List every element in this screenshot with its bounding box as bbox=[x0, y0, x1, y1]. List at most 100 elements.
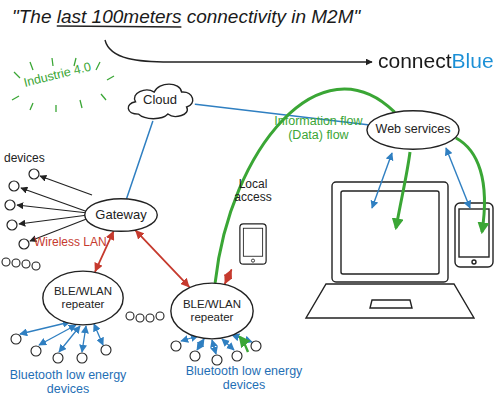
ble-arrow bbox=[197, 339, 204, 350]
ellipse-outline bbox=[43, 271, 123, 325]
ble-arrow bbox=[94, 324, 103, 345]
ble-device-group bbox=[11, 334, 111, 363]
tablet-body bbox=[455, 203, 493, 267]
node-text-group: Cloud bbox=[129, 93, 191, 107]
repeater-circle: BLE/WLAN repeater bbox=[42, 270, 124, 326]
burst-ray bbox=[80, 100, 82, 108]
green-flow-arrow bbox=[456, 138, 484, 232]
ble-devices-middle bbox=[171, 335, 261, 365]
chain-circle bbox=[156, 312, 164, 320]
device-circle bbox=[19, 239, 29, 249]
phone-screen bbox=[243, 228, 262, 256]
chain-circle bbox=[22, 260, 30, 268]
laptop-touchpad bbox=[370, 300, 412, 308]
web-services-ellipse: Web services bbox=[366, 110, 460, 150]
tablet bbox=[455, 203, 493, 267]
ble-device bbox=[53, 353, 63, 363]
industrie-label: Industrie 4.0 bbox=[22, 60, 92, 91]
phone-body bbox=[240, 224, 266, 264]
burst-ray bbox=[12, 96, 19, 100]
ble-device bbox=[77, 353, 87, 363]
ble-arrow bbox=[82, 326, 86, 352]
ble-device bbox=[171, 341, 181, 351]
blue-double-arrow bbox=[372, 153, 392, 208]
node-text-group: BLE/WLAN repeater bbox=[48, 285, 119, 310]
title-arrow bbox=[105, 40, 372, 62]
node-label: BLE/WLAN repeater bbox=[176, 298, 248, 323]
node-label: Gateway bbox=[89, 208, 153, 222]
ble-devices-label: Bluetooth low energy devices bbox=[6, 368, 130, 397]
local-access-phone: Local access bbox=[226, 178, 280, 270]
node-label: Cloud bbox=[129, 93, 191, 107]
blue-double-arrow bbox=[446, 148, 470, 208]
device-circle bbox=[5, 200, 15, 210]
ble-arrow bbox=[59, 326, 80, 352]
tablet-button bbox=[472, 260, 476, 264]
ble-device bbox=[232, 351, 242, 361]
chain-circle bbox=[32, 262, 40, 270]
cloud-outline bbox=[128, 84, 193, 119]
device-arrow bbox=[40, 176, 92, 195]
node-label: Local access bbox=[226, 178, 280, 204]
cloud-node: Cloud bbox=[124, 78, 196, 122]
node-text-group: Web services bbox=[373, 123, 454, 137]
burst-ray bbox=[107, 76, 114, 80]
devices-label: devices bbox=[4, 152, 45, 166]
phone-outline bbox=[239, 220, 267, 268]
ble-device bbox=[101, 345, 111, 355]
phone-button bbox=[251, 259, 254, 262]
device-arrow bbox=[17, 205, 88, 213]
red-connector bbox=[225, 270, 231, 283]
brand-logo: connectBlue bbox=[378, 49, 494, 73]
ellipse-outline bbox=[367, 111, 459, 149]
node-text-group: Local access bbox=[226, 178, 280, 204]
ble-device bbox=[212, 355, 222, 365]
repeater-circle: BLE/WLAN repeater bbox=[170, 282, 254, 340]
burst-ray bbox=[30, 103, 33, 110]
ellipse-outline bbox=[171, 283, 253, 339]
ble-device bbox=[190, 351, 200, 361]
burst-ray bbox=[101, 94, 106, 100]
ble-device bbox=[31, 346, 41, 356]
ble-arrow bbox=[39, 325, 76, 345]
burst-ray bbox=[14, 72, 20, 78]
device-circle bbox=[9, 181, 19, 191]
device-circle bbox=[29, 169, 39, 179]
node-text-group: Gateway bbox=[89, 208, 153, 222]
ble-device bbox=[11, 334, 21, 344]
ellipse-outline bbox=[85, 199, 158, 232]
node-label: BLE/WLAN repeater bbox=[48, 285, 119, 310]
device-circle bbox=[7, 220, 17, 230]
laptop-base bbox=[306, 284, 474, 318]
laptop bbox=[306, 182, 474, 318]
blue-connector bbox=[127, 122, 153, 199]
ble-devices-label: Bluetooth low energy devices bbox=[184, 364, 304, 393]
laptop-display bbox=[341, 191, 439, 274]
chain-circle bbox=[2, 258, 10, 266]
red-connector bbox=[136, 231, 189, 287]
chain-circle bbox=[126, 312, 134, 320]
node-text-group: BLE/WLAN repeater bbox=[176, 298, 248, 323]
burst-ray bbox=[30, 62, 33, 70]
green-flow-arrow bbox=[396, 152, 410, 228]
device-arrow bbox=[21, 188, 88, 212]
flow-label: Information flow (Data) flow bbox=[268, 114, 368, 143]
web-to-clients bbox=[372, 138, 484, 232]
green-connector bbox=[215, 89, 394, 282]
ble-arrow bbox=[212, 340, 216, 354]
ble-arrow bbox=[222, 339, 234, 350]
diagram-title: "The last 100meters connectivity in M2M" bbox=[12, 6, 360, 28]
ble-green-arrow bbox=[240, 337, 248, 352]
chain-circle bbox=[136, 314, 144, 322]
wlan-label: Wireless LAN bbox=[34, 236, 107, 250]
industrie-burst bbox=[12, 58, 114, 112]
gateway-ellipse: Gateway bbox=[84, 198, 158, 232]
ble-device bbox=[251, 341, 261, 351]
chain-circle bbox=[12, 259, 20, 267]
burst-ray bbox=[55, 105, 56, 112]
node-label: Web services bbox=[373, 123, 454, 137]
burst-ray bbox=[96, 62, 100, 70]
burst-ray bbox=[52, 58, 53, 66]
